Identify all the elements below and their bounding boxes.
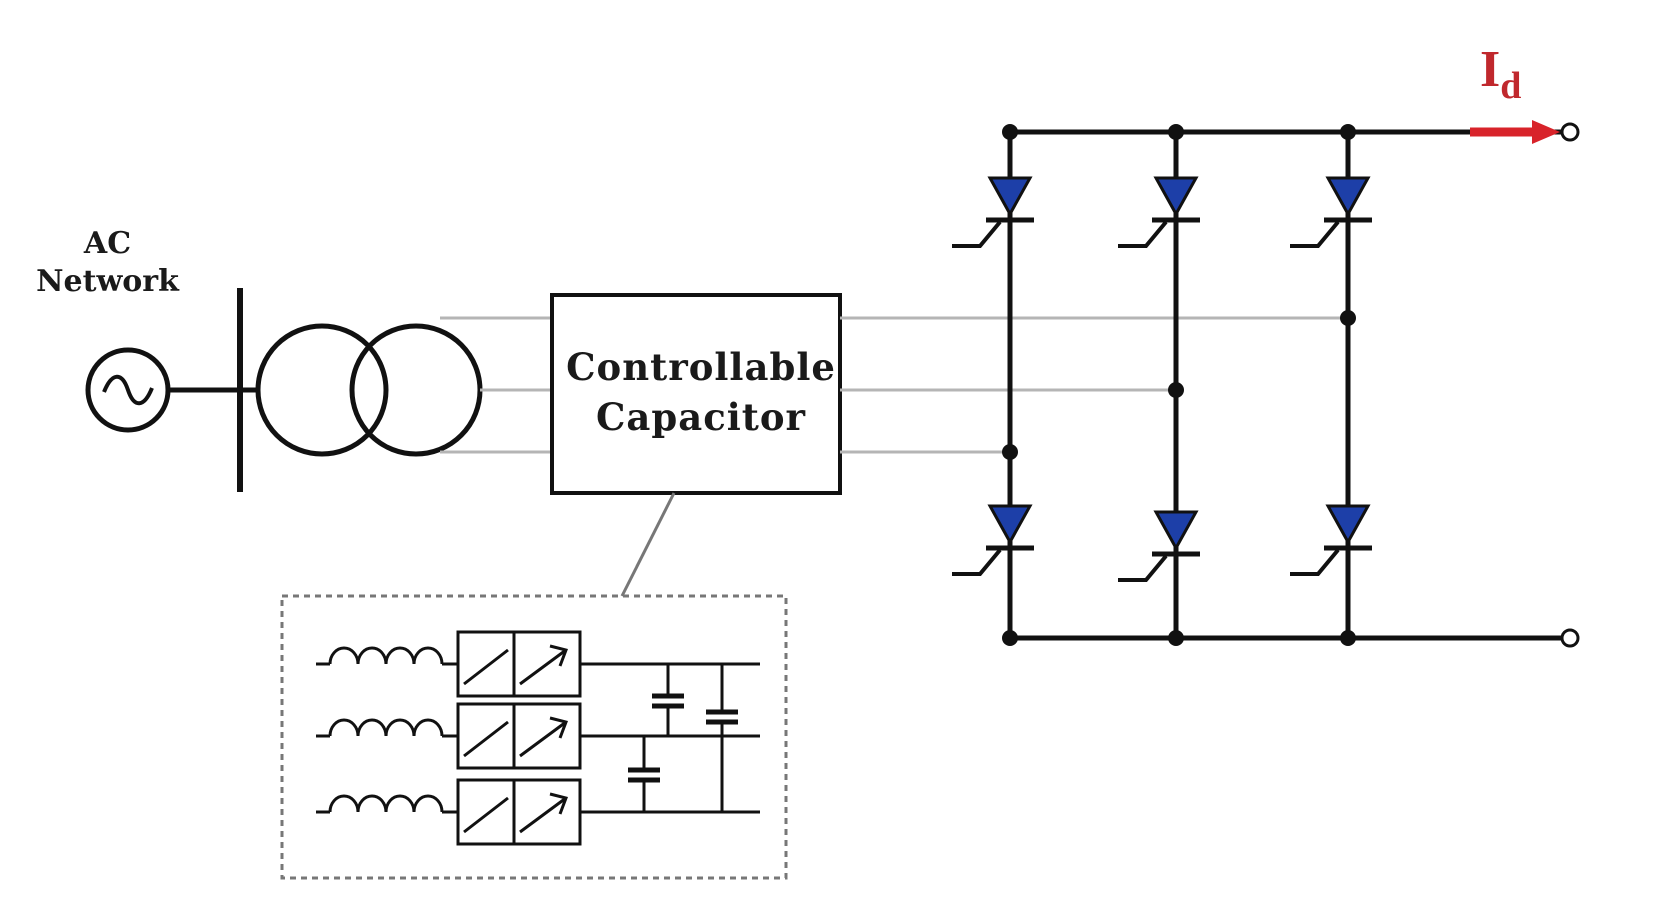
thyristor — [1290, 176, 1372, 248]
current-label: Id — [1480, 40, 1521, 108]
capacitor-detail-box — [280, 594, 788, 880]
phase-lines-left — [440, 316, 552, 454]
current-symbol: I — [1480, 41, 1501, 98]
thyristor — [952, 176, 1034, 248]
controllable-capacitor-box — [550, 293, 842, 495]
ac-network-label: AC Network — [30, 225, 185, 301]
detail-leader-line — [620, 492, 676, 597]
junction-dots — [1002, 124, 1356, 646]
thyristor — [1290, 504, 1372, 576]
detail-capacitors — [628, 664, 738, 812]
detail-phase-2 — [316, 702, 760, 770]
thyristor — [1118, 176, 1200, 248]
current-subscript: d — [1500, 65, 1522, 107]
capacitor-label: Controllable Capacitor — [556, 342, 846, 442]
capacitor-label-line1: Controllable — [566, 345, 836, 389]
thyristor — [1118, 510, 1200, 582]
transformer — [255, 323, 483, 457]
thyristor — [952, 504, 1034, 576]
capacitor-label-line2: Capacitor — [595, 395, 807, 439]
detail-phase-1 — [316, 630, 760, 698]
ac-label-line1: AC — [83, 226, 132, 261]
thyristor-bridge — [1007, 129, 1562, 641]
phase-lines-right — [840, 316, 1348, 454]
output-terminal — [1560, 122, 1580, 648]
ac-label-line2: Network — [36, 264, 179, 299]
current-arrow — [1470, 120, 1560, 144]
detail-phase-3 — [316, 778, 760, 846]
ac-source — [85, 347, 240, 433]
